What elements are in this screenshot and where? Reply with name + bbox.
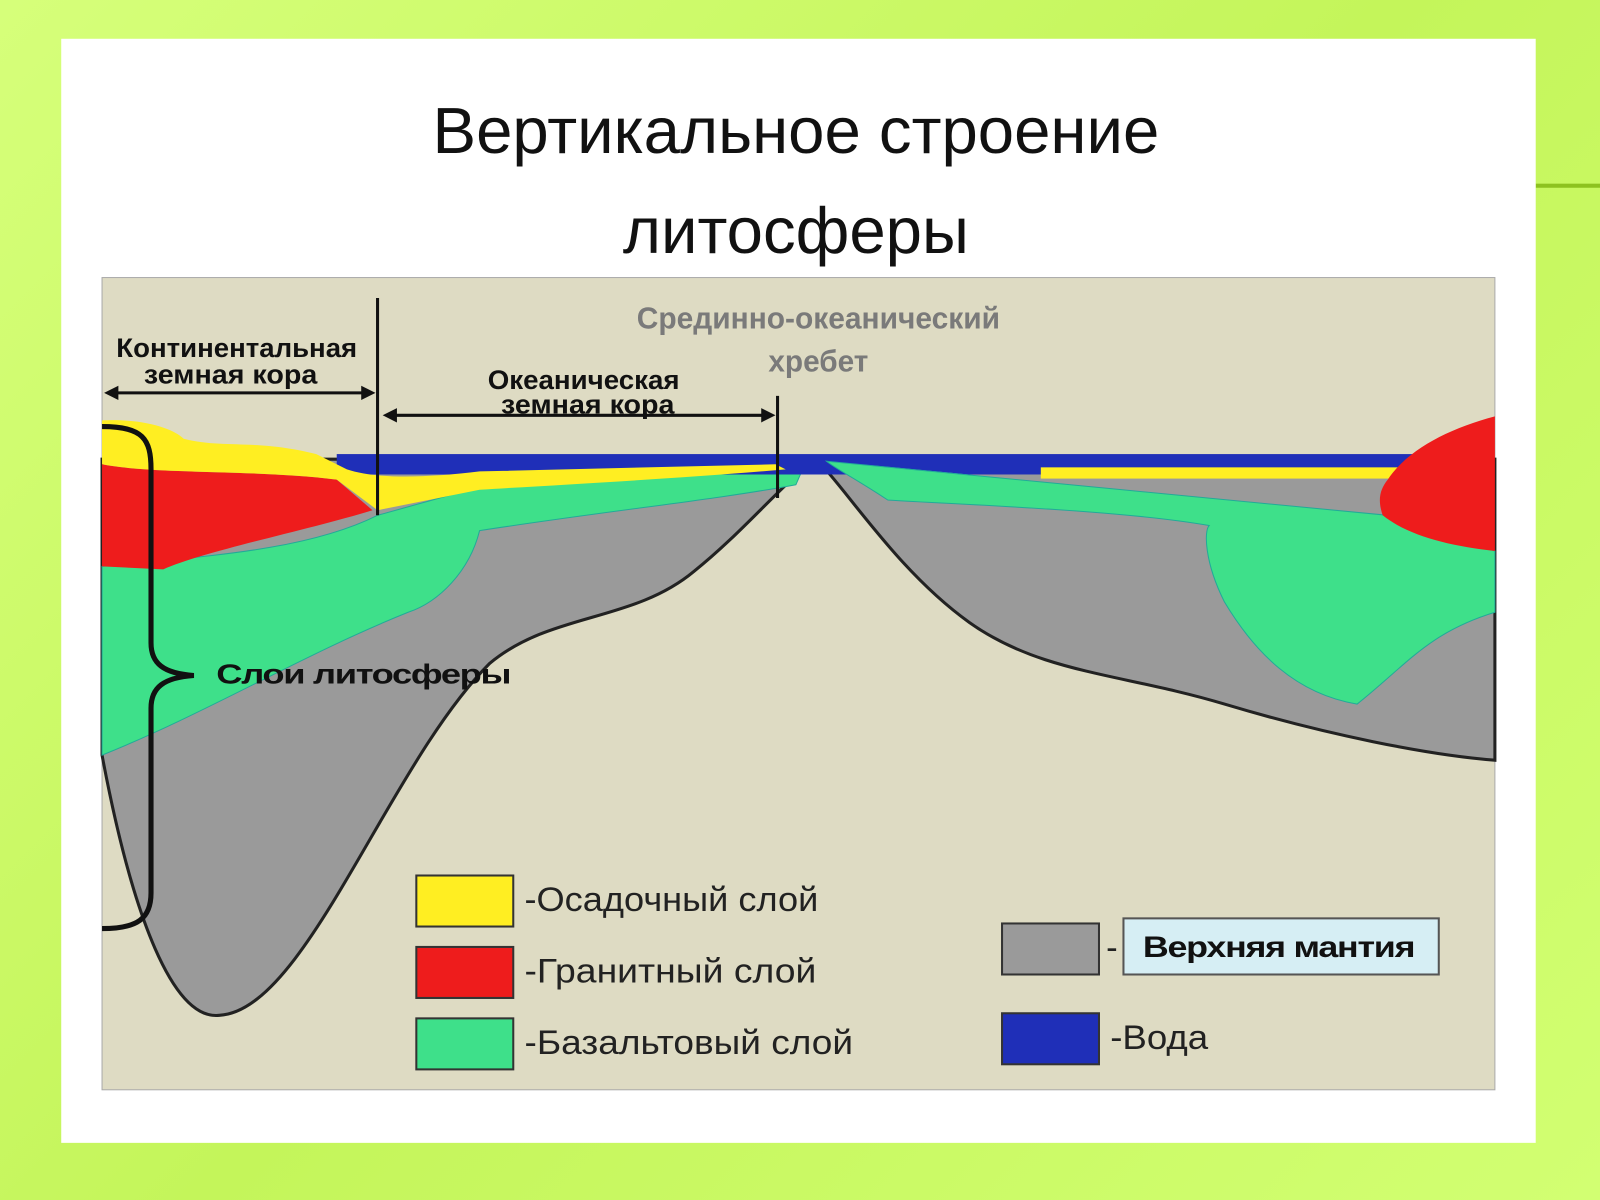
title-line-1: Вертикальное строение [433,94,1160,167]
legend-label-sediment: -Осадочный слой [524,881,818,919]
ridge-label-1: Срединно-океанический [637,302,1000,336]
legend-label-mantle: Верхняя мантия [1143,931,1414,964]
legend-swatch-mantle [1001,922,1100,976]
ridge-label-2: хребет [768,344,868,378]
oceanic-crust-label-1: Океаническая [488,365,680,395]
legend-item-mantle: - Верхняя мантия [1001,917,1440,976]
legend-label-basalt: -Базальтовый слой [524,1024,853,1062]
accent-line [1535,183,1600,188]
sediment-layer-right [1040,467,1419,479]
sediment-layer-left [102,420,786,511]
legend-swatch-granite [415,945,515,999]
legend-label-granite: -Гранитный слой [524,953,816,991]
mantle-region [100,457,1497,1017]
legend-swatch-water [1001,1012,1100,1066]
continental-crust-label-1: Континентальная [116,333,357,363]
legend-mantle-label-box [1122,917,1440,976]
oceanic-crust-label-2: земная кора [501,389,675,419]
legend-item-sediment: -Осадочный слой [415,874,818,928]
dimension-lines [104,297,780,516]
basalt-layer-right [824,460,1496,705]
legend-item-water: -Вода [1001,1012,1209,1066]
legend-mantle-dash: - [1106,929,1118,967]
basalt-layer-left [101,460,807,756]
lithosphere-diagram: Континентальная земная кора Океаническая… [100,277,1497,1091]
layers-brace [102,423,195,932]
granite-layer-right [1379,416,1495,552]
legend-swatch-sediment [415,874,515,928]
legend-item-basalt: -Базальтовый слой [415,1017,853,1071]
legend-label-water: -Вода [1110,1019,1209,1057]
legend-swatch-basalt [415,1017,515,1071]
legend: -Осадочный слой -Гранитный слой -Базальт… [415,874,1440,1071]
legend-item-granite: -Гранитный слой [415,945,816,999]
continental-crust-label-2: земная кора [144,360,318,390]
title-line-2: литосферы [623,194,969,267]
layers-label: Слои литосферы [216,659,510,690]
granite-layer-left [102,464,373,570]
